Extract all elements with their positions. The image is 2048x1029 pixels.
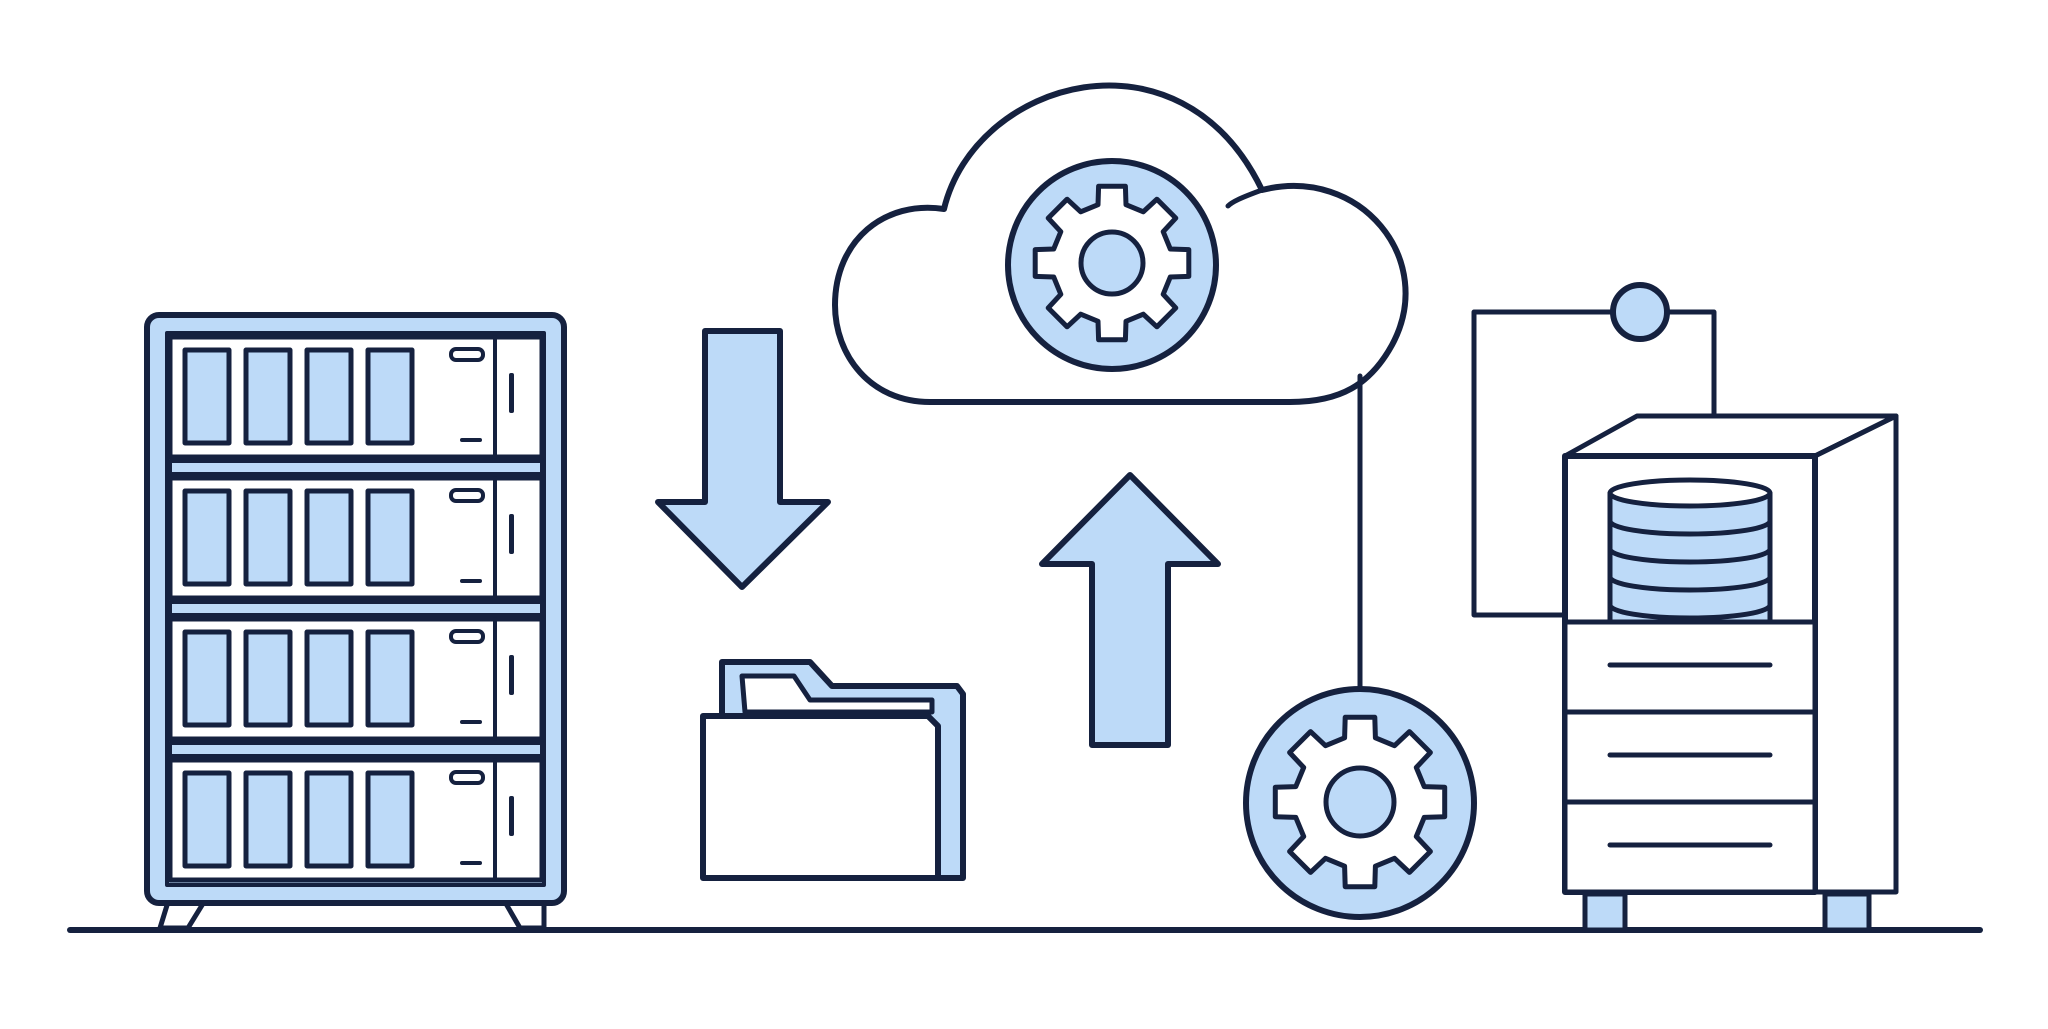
process-gear-hub [1323, 765, 1397, 839]
process-gear [1243, 686, 1477, 920]
folder-document [739, 673, 935, 715]
cabinet-foot-right [1822, 891, 1872, 933]
network-node-line [1663, 309, 1717, 419]
vent-slot [509, 514, 514, 554]
drive-bay [304, 488, 354, 587]
disk-platter [1607, 602, 1773, 621]
drive-bay [243, 770, 293, 869]
disk-platter [1607, 518, 1773, 537]
drive-bay [243, 488, 293, 587]
cabinet-foot-left [1582, 891, 1628, 933]
vent-slot [509, 655, 514, 695]
rack-rail [168, 459, 544, 476]
status-led [449, 488, 485, 503]
cloud-detail [1225, 187, 1265, 209]
cabinet-drawers [1562, 619, 1818, 895]
cabinet-side [1812, 413, 1899, 895]
drive-bay [243, 629, 293, 728]
drive-bay [365, 629, 415, 728]
cloud [832, 82, 1409, 405]
status-led [449, 347, 485, 362]
drive-bay [365, 770, 415, 869]
network-bracket [1471, 309, 1617, 618]
drive-bay [243, 347, 293, 446]
disk-top [1607, 477, 1773, 509]
vent-slot [509, 796, 514, 836]
network-node [1610, 282, 1670, 342]
vent-slot [509, 373, 514, 413]
database-cabinet [1562, 413, 1899, 933]
rack-units [167, 334, 545, 883]
status-led [449, 770, 485, 785]
download-arrow [655, 328, 831, 590]
drive-bay [365, 347, 415, 446]
disk-platter [1607, 546, 1773, 565]
drive-bay [182, 488, 232, 587]
drive-bay [304, 770, 354, 869]
server-rack [144, 312, 567, 931]
rack-rail [168, 741, 544, 758]
drive-bay [182, 770, 232, 869]
folder-front [700, 713, 941, 881]
disk-stack [1607, 477, 1773, 649]
drive-bay [304, 347, 354, 446]
status-led [449, 629, 485, 644]
folder [700, 659, 966, 881]
upload-arrow [1039, 472, 1221, 748]
rack-leg-right [502, 899, 547, 931]
drive-bay [304, 629, 354, 728]
rack-leg-left [157, 899, 207, 931]
disk-platter [1607, 574, 1773, 593]
cloud-gear-hub [1078, 229, 1146, 297]
drive-bay [365, 488, 415, 587]
rack-rail [168, 600, 544, 617]
drive-bay [182, 347, 232, 446]
drive-bay [182, 629, 232, 728]
